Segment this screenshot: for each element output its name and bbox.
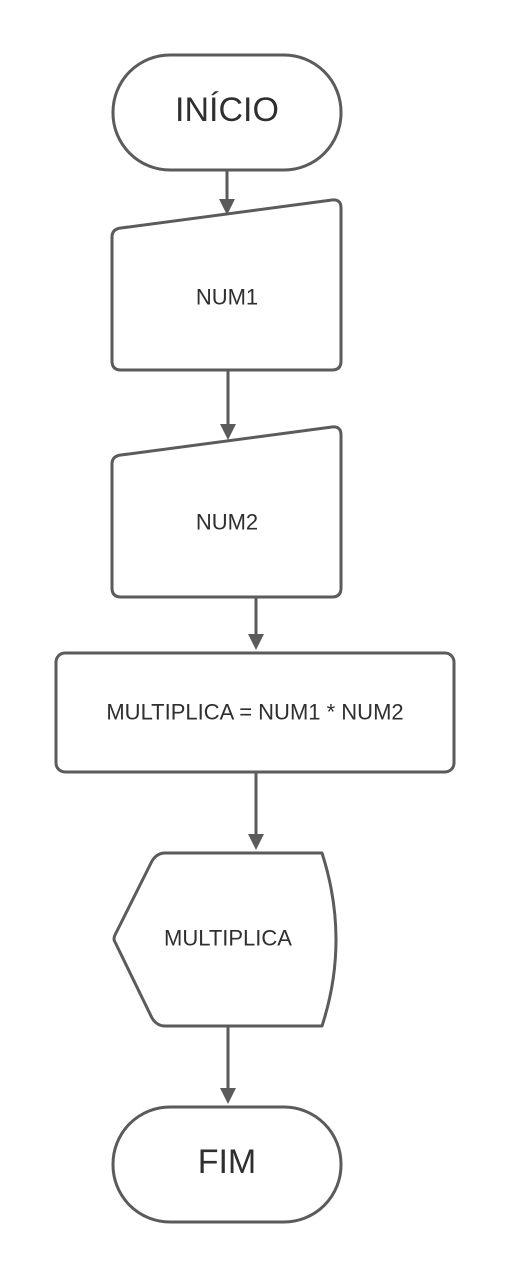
arrowhead-process-to-output <box>248 834 264 850</box>
process-node: MULTIPLICA = NUM1 * NUM2 <box>54 651 456 774</box>
arrowhead-start-to-num1 <box>219 199 235 215</box>
input-num2-label: NUM2 <box>196 510 258 535</box>
start-terminator: INÍCIO <box>111 53 343 172</box>
process-label: MULTIPLICA = NUM1 * NUM2 <box>106 700 403 725</box>
arrowhead-num2-to-process <box>248 634 264 650</box>
connectors <box>219 170 264 1104</box>
output-label: MULTIPLICA <box>164 926 292 951</box>
output-display-node: MULTIPLICA <box>112 851 338 1028</box>
start-label: INÍCIO <box>175 91 279 129</box>
input-num1-node: NUM1 <box>110 198 343 372</box>
end-terminator: FIM <box>111 1105 343 1224</box>
arrowhead-num1-to-num2 <box>220 424 236 440</box>
input-num2-node: NUM2 <box>110 425 343 599</box>
arrowhead-output-to-end <box>220 1088 236 1104</box>
end-label: FIM <box>198 1143 257 1181</box>
input-num1-label: NUM1 <box>196 285 258 310</box>
